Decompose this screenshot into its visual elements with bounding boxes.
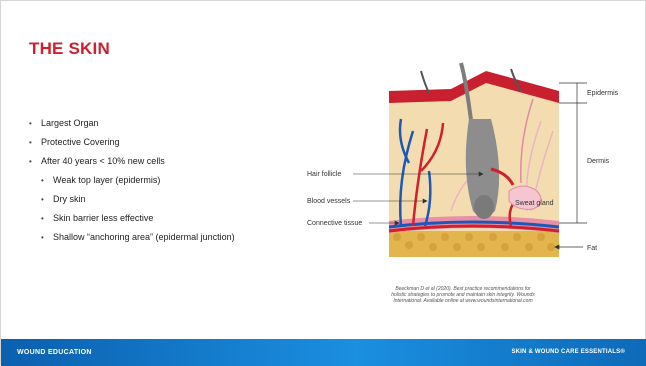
bullet-list: Largest Organ Protective Covering After … bbox=[29, 114, 235, 247]
bullet-item: Protective Covering bbox=[29, 133, 235, 152]
citation-line: International. Available online at www.w… bbox=[375, 298, 551, 304]
label-fat: Fat bbox=[587, 245, 597, 252]
footer-bar: WOUND EDUCATION SKIN & WOUND CARE ESSENT… bbox=[1, 339, 646, 366]
label-dermis: Dermis bbox=[587, 158, 610, 165]
follicle-bulb bbox=[474, 195, 494, 219]
bullet-item: Largest Organ bbox=[29, 114, 235, 133]
skin-cross-section-diagram: Epidermis Dermis Fat Hair follicle Blood… bbox=[301, 61, 621, 271]
citation: Beeckman D et al (2020). Best practice r… bbox=[375, 286, 551, 304]
layer-brackets bbox=[555, 83, 587, 249]
label-epidermis: Epidermis bbox=[587, 90, 619, 97]
sub-bullet-item: Weak top layer (epidermis) bbox=[29, 171, 235, 190]
label-hair-follicle: Hair follicle bbox=[307, 171, 341, 178]
footer-series-title: SKIN & WOUND CARE ESSENTIALS® bbox=[511, 349, 625, 355]
label-sweat-gland: Sweat gland bbox=[515, 200, 554, 207]
bullet-item: After 40 years < 10% new cells bbox=[29, 152, 235, 171]
sub-bullet-item: Dry skin bbox=[29, 190, 235, 209]
sub-bullet-item: Skin barrier less effective bbox=[29, 209, 235, 228]
sub-bullet-item: Shallow “anchoring area” (epidermal junc… bbox=[29, 228, 235, 247]
label-connective-tissue: Connective tissue bbox=[307, 220, 362, 227]
label-blood-vessels: Blood vessels bbox=[307, 198, 351, 205]
hair-strand-left bbox=[421, 71, 429, 93]
slide-title: THE SKIN bbox=[29, 39, 110, 59]
fat-layer bbox=[389, 229, 559, 257]
footer-brand: WOUND EDUCATION bbox=[17, 349, 92, 356]
